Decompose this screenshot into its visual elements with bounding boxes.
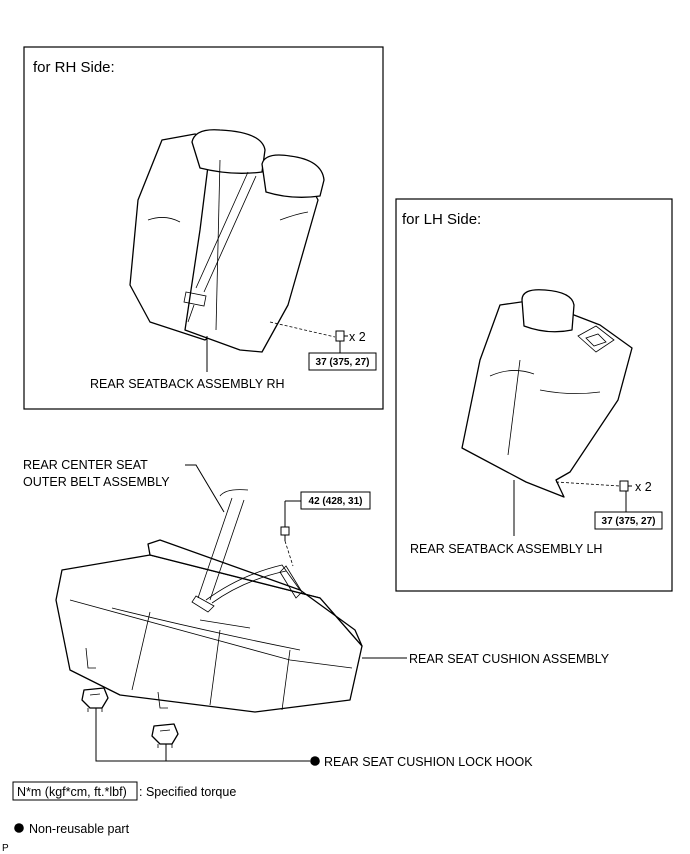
torque-legend-desc: : Specified torque xyxy=(139,785,236,799)
lh-seatback-illustration xyxy=(461,289,633,498)
nonreusable-legend-text: Non-reusable part xyxy=(29,822,130,836)
hook-label: REAR SEAT CUSHION LOCK HOOK xyxy=(324,755,533,769)
lh-panel-title: for LH Side: xyxy=(402,211,481,228)
belt-label-line2: OUTER BELT ASSEMBLY xyxy=(23,475,170,489)
lh-torque-box xyxy=(594,511,663,530)
lock-hook-icon xyxy=(81,687,109,712)
belt-bolt-icon xyxy=(280,526,290,541)
lh-part-label: REAR SEATBACK ASSEMBLY LH xyxy=(410,542,602,556)
cushion-label: REAR SEAT CUSHION ASSEMBLY xyxy=(409,652,610,666)
lh-panel-frame xyxy=(395,198,673,592)
rh-part-label: REAR SEATBACK ASSEMBLY RH xyxy=(90,377,285,391)
cushion-illustration xyxy=(55,489,363,713)
lh-bolt-quantity: x 2 xyxy=(635,480,652,494)
torque-legend-unit: N*m (kgf*cm, ft.*lbf) xyxy=(17,785,127,799)
lh-bolt-icon xyxy=(619,480,632,492)
belt-label-line1: REAR CENTER SEAT xyxy=(23,458,148,472)
rh-bolt-icon xyxy=(335,330,348,342)
rh-torque-box xyxy=(308,352,377,371)
rh-side-panel: for RH Side: x 2 37 (375, 27) xyxy=(23,46,384,410)
belt-torque-box xyxy=(300,491,371,510)
nonreusable-legend-icon xyxy=(14,823,24,833)
nonreusable-bullet-icon xyxy=(310,756,320,766)
lock-hook-icon xyxy=(151,723,179,748)
torque-legend-box xyxy=(12,781,138,801)
lh-torque-value: 37 (375, 27) xyxy=(602,516,656,527)
lh-side-panel: for LH Side: x 2 37 (375, 27) REAR SEATB… xyxy=(395,198,673,592)
rh-panel-frame xyxy=(23,46,384,410)
rh-seatback-illustration xyxy=(129,129,325,353)
rh-panel-title: for RH Side: xyxy=(33,59,115,76)
rh-bolt-leader xyxy=(269,321,336,338)
corner-mark: P xyxy=(2,843,9,854)
rh-bolt-quantity: x 2 xyxy=(349,330,366,344)
rh-torque-value: 37 (375, 27) xyxy=(316,357,370,368)
lh-bolt-leader xyxy=(555,481,621,487)
belt-bolt-dash xyxy=(284,540,294,567)
hook-leader xyxy=(95,708,310,762)
belt-leader xyxy=(185,464,225,513)
belt-torque-value: 42 (428, 31) xyxy=(309,496,363,507)
